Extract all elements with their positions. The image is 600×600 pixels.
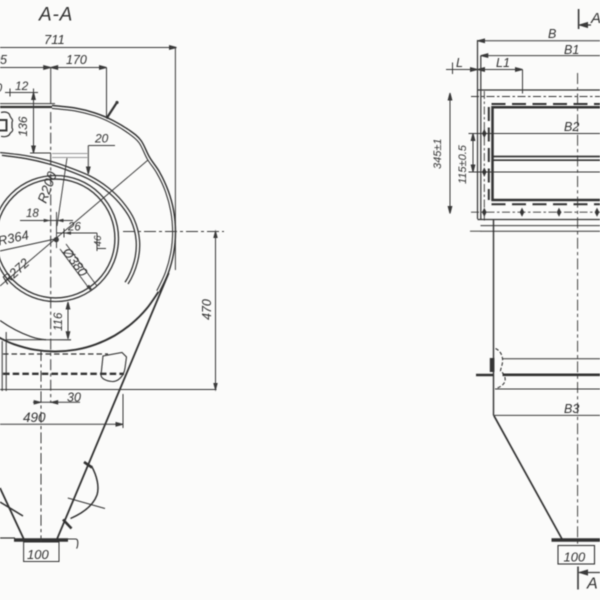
svg-text:115±0.5: 115±0.5 [457,144,469,184]
svg-text:711: 711 [44,32,65,47]
svg-text:18: 18 [26,208,39,220]
svg-text:0: 0 [0,81,3,95]
svg-text:345±1: 345±1 [432,138,444,169]
svg-text:136: 136 [16,116,30,136]
svg-text:30: 30 [67,391,81,405]
svg-text:B3: B3 [564,402,579,416]
svg-text:B2: B2 [564,120,579,134]
svg-text:L1: L1 [496,56,510,70]
svg-text:470: 470 [200,299,214,320]
svg-text:26: 26 [67,222,81,234]
svg-text:100: 100 [564,550,586,565]
svg-text:490: 490 [23,410,46,425]
svg-text:B1: B1 [564,43,579,57]
svg-text:170: 170 [66,53,87,67]
svg-text:12: 12 [15,79,29,93]
svg-text:B: B [548,27,556,41]
svg-text:A: A [590,10,600,27]
svg-text:46: 46 [93,235,104,247]
svg-text:A: A [586,576,598,593]
svg-text:95: 95 [0,53,7,67]
svg-text:L: L [456,56,463,70]
svg-text:20: 20 [94,132,109,146]
svg-text:R364: R364 [0,227,30,248]
svg-text:116: 116 [53,312,65,331]
svg-text:100: 100 [27,547,49,562]
svg-text:A-A: A-A [38,5,73,26]
